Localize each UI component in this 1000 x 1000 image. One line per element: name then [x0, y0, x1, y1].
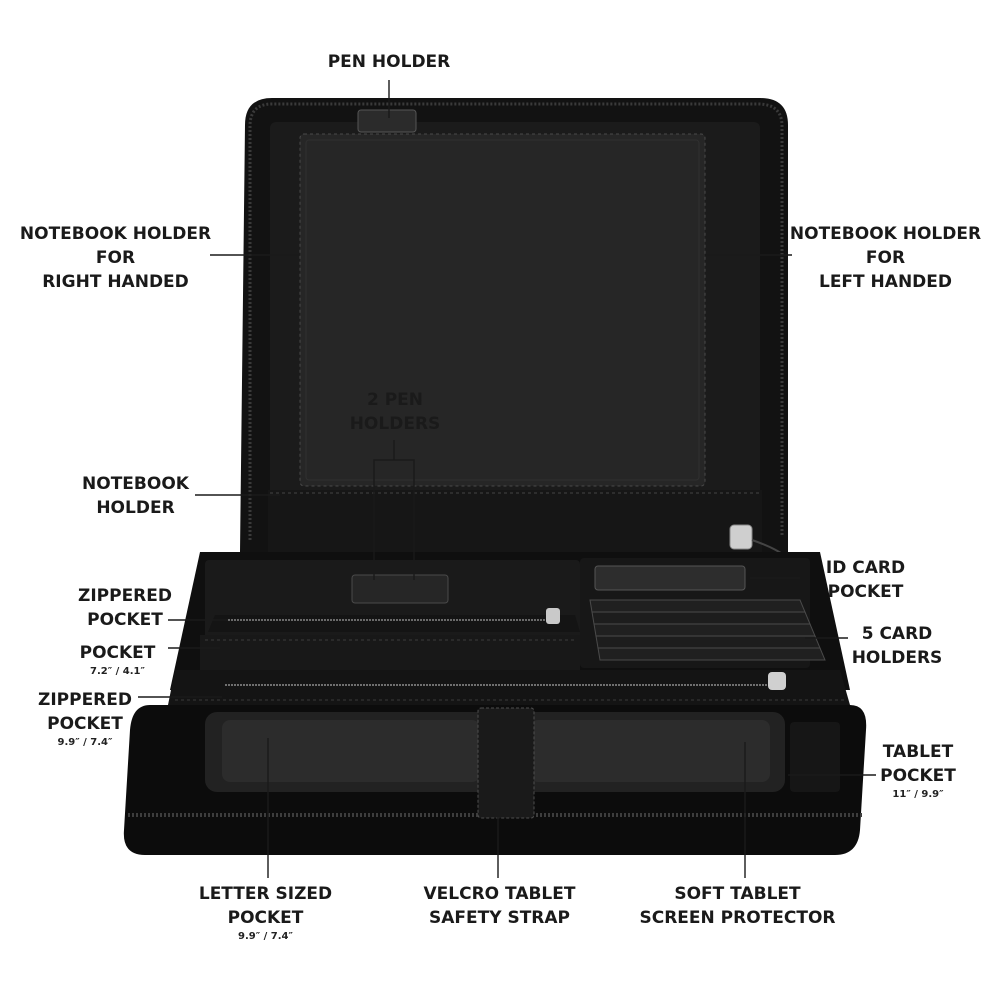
label-notebook-holder-right: NOTEBOOK HOLDER FOR RIGHT HANDED [19, 224, 212, 292]
pocket-size: 7.2″ / 4.1″ [90, 666, 145, 677]
tablet-pocket-size: 11″ / 9.9″ [892, 789, 944, 800]
label-zippered-pocket-2: ZIPPERED POCKET 9.9″ / 7.4″ [30, 688, 140, 749]
label-five-card-holders: 5 CARD HOLDERS [851, 624, 943, 668]
label-velcro-tablet-strap: VELCRO TABLET SAFETY STRAP [423, 884, 576, 928]
label-notebook-holder: NOTEBOOK HOLDER [82, 474, 189, 518]
label-tablet-pocket: TABLET POCKET 11″ / 9.9″ [868, 740, 968, 801]
label-letter-sized-pocket: LETTER SIZED POCKET 9.9″ / 7.4″ [188, 882, 343, 943]
label-pocket: POCKET 7.2″ / 4.1″ [70, 641, 165, 678]
letter-pocket-size: 9.9″ / 7.4″ [238, 931, 293, 942]
label-id-card-pocket: ID CARD POCKET [825, 558, 906, 602]
top-cover [240, 98, 788, 557]
bottom-tray [123, 705, 867, 855]
organizer-panel [168, 552, 850, 705]
label-soft-tablet-screen-protector: SOFT TABLET SCREEN PROTECTOR [639, 884, 836, 928]
label-zippered-pocket-1: ZIPPERED POCKET [78, 586, 172, 630]
label-notebook-holder-left: NOTEBOOK HOLDER FOR LEFT HANDED [789, 224, 982, 292]
label-two-pen-holders: 2 PEN HOLDERS [349, 390, 441, 434]
label-pen-holder: PEN HOLDER [327, 52, 451, 72]
zippered-pocket-2-size: 9.9″ / 7.4″ [57, 737, 113, 748]
callout-lines [138, 80, 876, 878]
